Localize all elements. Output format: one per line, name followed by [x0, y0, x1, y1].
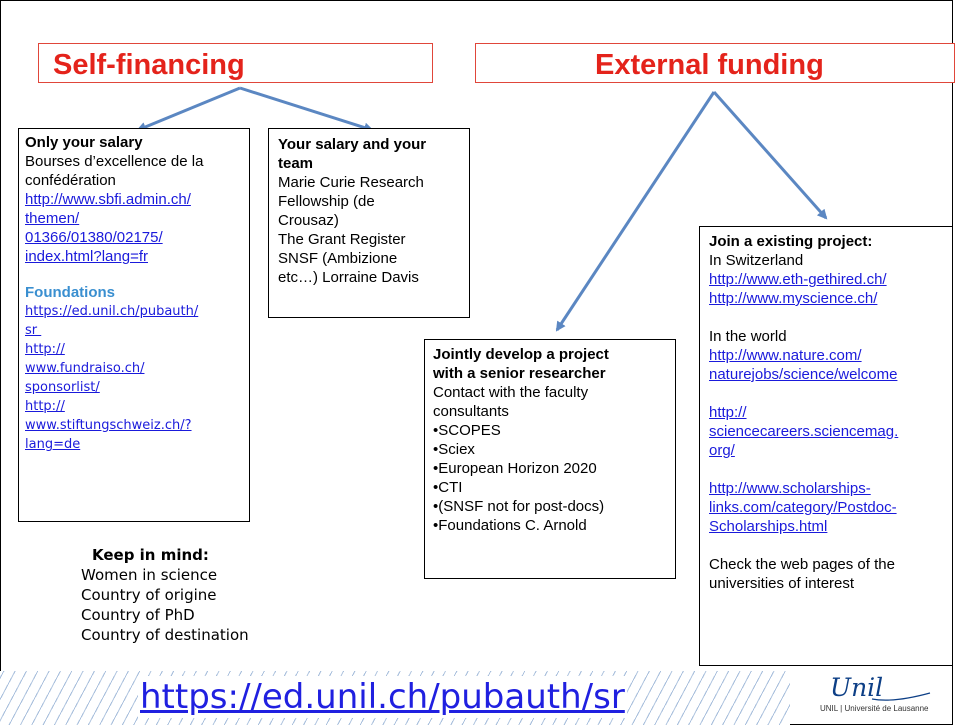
join-project-box: Join a existing project: In Switzerland …	[699, 226, 953, 666]
foundation-link-part[interactable]: http://	[25, 399, 65, 414]
foundation-link-part[interactable]: http://	[25, 342, 65, 357]
scholarships-link-part[interactable]: Scholarships.html	[709, 518, 828, 535]
foundation-link-part[interactable]: sr	[25, 323, 42, 338]
arrow-to-team	[239, 86, 374, 133]
arrow-to-joint	[555, 91, 716, 332]
keep-in-mind-item: Women in science	[81, 566, 218, 584]
only-salary-title: Only your salary	[25, 134, 143, 151]
myscience-link[interactable]: http://www.myscience.ch/	[709, 290, 878, 307]
sbfi-link-part[interactable]: index.html?lang=fr	[25, 248, 148, 265]
sbfi-link-part[interactable]: themen/	[25, 210, 80, 227]
keep-in-mind-block: Keep in mind: Women in science Country o…	[81, 545, 249, 645]
join-project-title: Join a existing project:	[709, 233, 873, 250]
joint-project-line: •(SNSF not for post-docs)	[433, 498, 605, 515]
salary-team-line: etc…) Lorraine Davis	[278, 269, 419, 286]
sciencecareers-link-part[interactable]: http://	[709, 404, 747, 421]
sciencecareers-link-part[interactable]: sciencecareers.sciencemag.	[709, 423, 899, 440]
salary-team-line: Crousaz)	[278, 212, 339, 229]
arrow-to-salary	[136, 86, 241, 132]
salary-team-line: Marie Curie Research	[278, 174, 424, 191]
salary-team-line: Fellowship (de	[278, 193, 375, 210]
salary-team-box: Your salary and your team Marie Curie Re…	[268, 128, 470, 318]
self-financing-header: Self-financing	[38, 43, 433, 83]
keep-in-mind-item: Country of PhD	[81, 606, 195, 624]
salary-team-title: team	[278, 155, 314, 172]
joint-project-box: Jointly develop a project with a senior …	[424, 339, 676, 579]
foundation-link-part[interactable]: www.fundraiso.ch/	[25, 361, 145, 376]
foundation-link-part[interactable]: sponsorlist/	[25, 380, 100, 395]
keep-in-mind-item: Country of destination	[81, 626, 249, 644]
salary-team-line: SNSF (Ambizione	[278, 250, 398, 267]
joint-project-line: consultants	[433, 403, 509, 420]
joint-project-title: with a senior researcher	[433, 365, 606, 382]
eth-gethired-link[interactable]: http://www.eth-gethired.ch/	[709, 271, 887, 288]
keep-in-mind-title: Keep in mind:	[92, 546, 209, 564]
foundation-link-part[interactable]: www.stiftungschweiz.ch/?	[25, 418, 192, 433]
salary-team-title: Your salary and your	[278, 136, 427, 153]
scholarships-link-part[interactable]: http://www.scholarships-	[709, 480, 871, 497]
joint-project-title: Jointly develop a project	[433, 346, 609, 363]
foundation-link-part[interactable]: https://ed.unil.ch/pubauth/	[25, 304, 199, 319]
only-salary-line: Bourses d’excellence de la	[25, 153, 204, 170]
pubauth-bottom-link[interactable]: https://ed.unil.ch/pubauth/sr	[138, 676, 627, 718]
sbfi-link-part[interactable]: 01366/01380/02175/	[25, 229, 163, 246]
joint-project-line: •European Horizon 2020	[433, 460, 597, 477]
nature-link-part[interactable]: http://www.nature.com/	[709, 347, 862, 364]
unil-logo: Unil UNIL | Université de Lausanne	[820, 673, 950, 723]
unil-logo-swoosh	[871, 692, 931, 701]
unil-logo-subtitle: UNIL | Université de Lausanne	[820, 704, 929, 713]
joint-project-line: •CTI	[433, 479, 463, 496]
foundation-link-part[interactable]: lang=de	[25, 437, 81, 452]
joint-project-line: •Foundations C. Arnold	[433, 517, 587, 534]
external-funding-header: External funding	[475, 43, 955, 83]
joint-project-line: •Sciex	[433, 441, 475, 458]
salary-team-line: The Grant Register	[278, 231, 406, 248]
joint-project-line: •SCOPES	[433, 422, 501, 439]
only-salary-box: Only your salary Bourses d’excellence de…	[18, 128, 250, 522]
sciencecareers-link-part[interactable]: org/	[709, 442, 735, 459]
nature-link-part[interactable]: naturejobs/science/welcome	[709, 366, 898, 383]
only-salary-line: confédération	[25, 172, 116, 189]
self-financing-label: Self-financing	[53, 49, 245, 81]
keep-in-mind-item: Country of origine	[81, 586, 217, 604]
check-pages-line: Check the web pages of the	[709, 556, 895, 573]
joint-project-line: Contact with the faculty	[433, 384, 589, 401]
unil-logo-script: Unil	[830, 673, 884, 702]
arrow-to-join	[712, 91, 828, 220]
sbfi-link-part[interactable]: http://www.sbfi.admin.ch/	[25, 191, 191, 208]
world-label: In the world	[709, 328, 787, 345]
scholarships-link-part[interactable]: links.com/category/Postdoc-	[709, 499, 897, 516]
switzerland-label: In Switzerland	[709, 252, 804, 269]
check-pages-line: universities of interest	[709, 575, 855, 592]
external-funding-label: External funding	[595, 49, 824, 81]
foundations-title: Foundations	[25, 284, 115, 301]
